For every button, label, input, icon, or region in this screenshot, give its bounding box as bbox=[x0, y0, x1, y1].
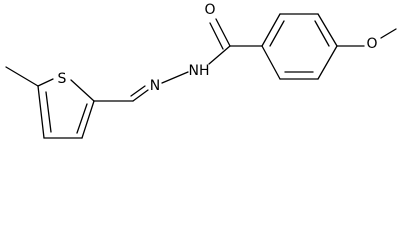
bond-s1-c2 bbox=[70, 79, 95, 102]
bond-c5-s1 bbox=[37, 78, 54, 87]
bond-carbonyl-o-a bbox=[215, 18, 231, 47]
bond-nh-carbonyl bbox=[208, 45, 231, 65]
bond-ring-c3-c4 bbox=[317, 13, 338, 47]
bond-layer bbox=[5, 13, 397, 139]
bond-ether-o-methyl bbox=[380, 28, 397, 39]
imine-nitrogen-label: N bbox=[150, 78, 160, 94]
bond-n-nh bbox=[161, 71, 189, 84]
bond-ring-c4-c5 bbox=[317, 45, 338, 80]
atom-label-layer: S N NH O O bbox=[58, 2, 378, 94]
bond-ring-c1-c2 bbox=[261, 13, 281, 47]
ether-oxygen-label: O bbox=[366, 36, 377, 52]
bond-ring-c3-c4-inner bbox=[314, 20, 330, 47]
bond-ring-c1-c2-inner bbox=[269, 20, 285, 47]
bond-carbonyl-o-b bbox=[209, 22, 224, 50]
bond-ch-n-double-b bbox=[130, 85, 146, 97]
bond-ring-c6-c1 bbox=[261, 45, 281, 80]
amide-nh-label: NH bbox=[189, 63, 210, 79]
bond-ch-n-double-a bbox=[132, 89, 149, 102]
molecule-structure-diagram: S N NH O O bbox=[5, 2, 397, 139]
bond-methyl-c5 bbox=[5, 66, 39, 87]
bond-c4-c5-inner bbox=[45, 91, 52, 133]
carbonyl-oxygen-label: O bbox=[204, 2, 215, 18]
thiophene-sulfur-label: S bbox=[58, 71, 67, 87]
bond-c2-c3 bbox=[81, 100, 95, 139]
bond-c2-c3-inner bbox=[76, 103, 88, 134]
bond-c4-c5 bbox=[37, 85, 45, 139]
